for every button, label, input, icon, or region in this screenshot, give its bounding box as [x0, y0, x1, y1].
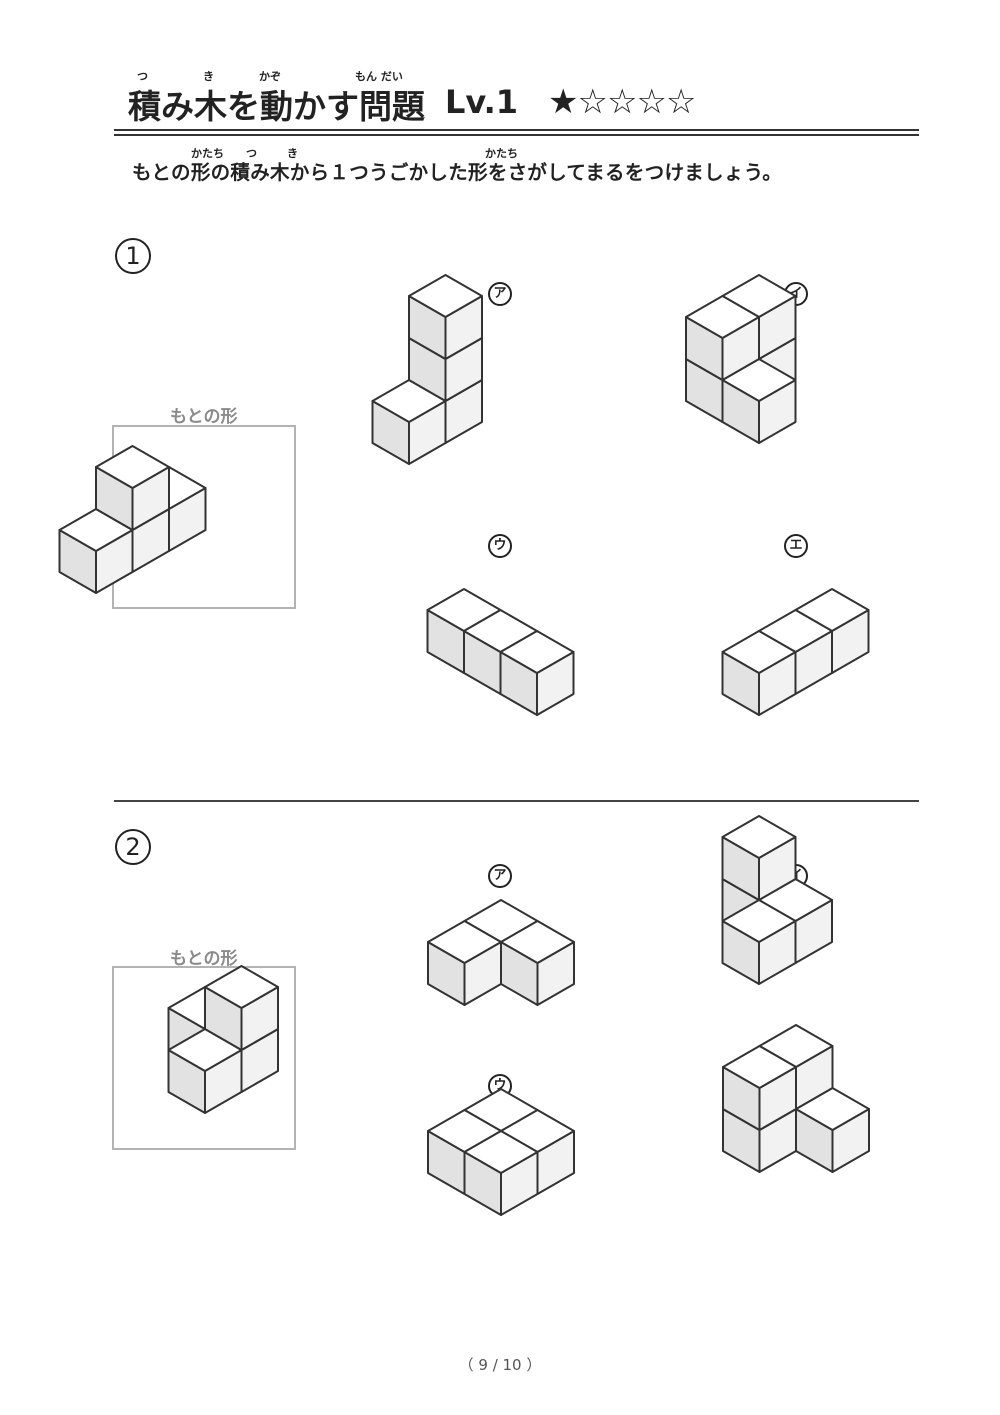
- q1-option-u-label[interactable]: ウ: [488, 534, 512, 558]
- cube-top-face: [685, 295, 760, 339]
- question-number-1: 1: [115, 238, 151, 274]
- original-shape-label-1: もとの形: [170, 407, 238, 427]
- original-shape-label-2: もとの形: [170, 949, 238, 969]
- title-ruby-4: もん だい: [355, 70, 403, 83]
- q2-option-u-figure[interactable]: [0, 0, 575, 1216]
- cube-top-face: [500, 920, 575, 964]
- q2-option-i-figure[interactable]: [0, 0, 833, 985]
- level-label: Lv.1: [445, 83, 519, 121]
- cube-top-face: [463, 1130, 539, 1174]
- cube-top-face: [95, 445, 170, 489]
- header-rule-top: [114, 129, 919, 131]
- question-number-2: 2: [115, 829, 151, 865]
- cube-top-face: [204, 965, 279, 1009]
- title-ruby-2: き: [203, 70, 214, 83]
- q1-original-figure: [58, 445, 207, 594]
- page-title: 積み木を動かす問題: [128, 87, 425, 126]
- cube-top-face: [408, 274, 483, 318]
- cube-top-face: [427, 920, 502, 964]
- cube-top-face: [721, 899, 797, 943]
- difficulty-stars: ★☆☆☆☆: [548, 82, 696, 122]
- q1-option-e-figure[interactable]: [0, 0, 870, 716]
- cube-top-face: [499, 630, 575, 674]
- q1-option-e-label[interactable]: エ: [784, 534, 808, 558]
- instruction-ruby-2: つ: [246, 147, 257, 160]
- q1-option-a-label[interactable]: ア: [488, 282, 512, 306]
- cube-top-face: [722, 1045, 797, 1089]
- header-rule-bottom: [114, 134, 919, 136]
- q2-option-a-label[interactable]: ア: [488, 864, 512, 888]
- q2-original-figure: [167, 965, 279, 1114]
- instruction-ruby-3: き: [287, 147, 298, 160]
- instruction-ruby-1: かたち: [191, 147, 224, 160]
- title-ruby-3: かぞ: [259, 70, 281, 83]
- cube-top-face: [721, 630, 797, 674]
- title-ruby-1: つ: [137, 70, 148, 83]
- page-number: （ 9 / 10 ）: [458, 1356, 542, 1374]
- q1-option-u-figure[interactable]: [0, 0, 575, 716]
- instruction-ruby-4: かたち: [485, 147, 518, 160]
- q2-option-a-figure[interactable]: [0, 0, 575, 1006]
- q1-option-i-figure[interactable]: [0, 0, 797, 444]
- instruction-text: もとの形の積み木から１つうごかした形をさがしてまるをつけましょう。: [132, 161, 783, 184]
- cube-top-face: [721, 815, 797, 859]
- original-shape-box-2: [112, 966, 296, 1150]
- section-divider: [114, 800, 919, 802]
- q2-option-e-figure[interactable]: [0, 0, 870, 1173]
- q1-option-a-figure[interactable]: [0, 0, 483, 465]
